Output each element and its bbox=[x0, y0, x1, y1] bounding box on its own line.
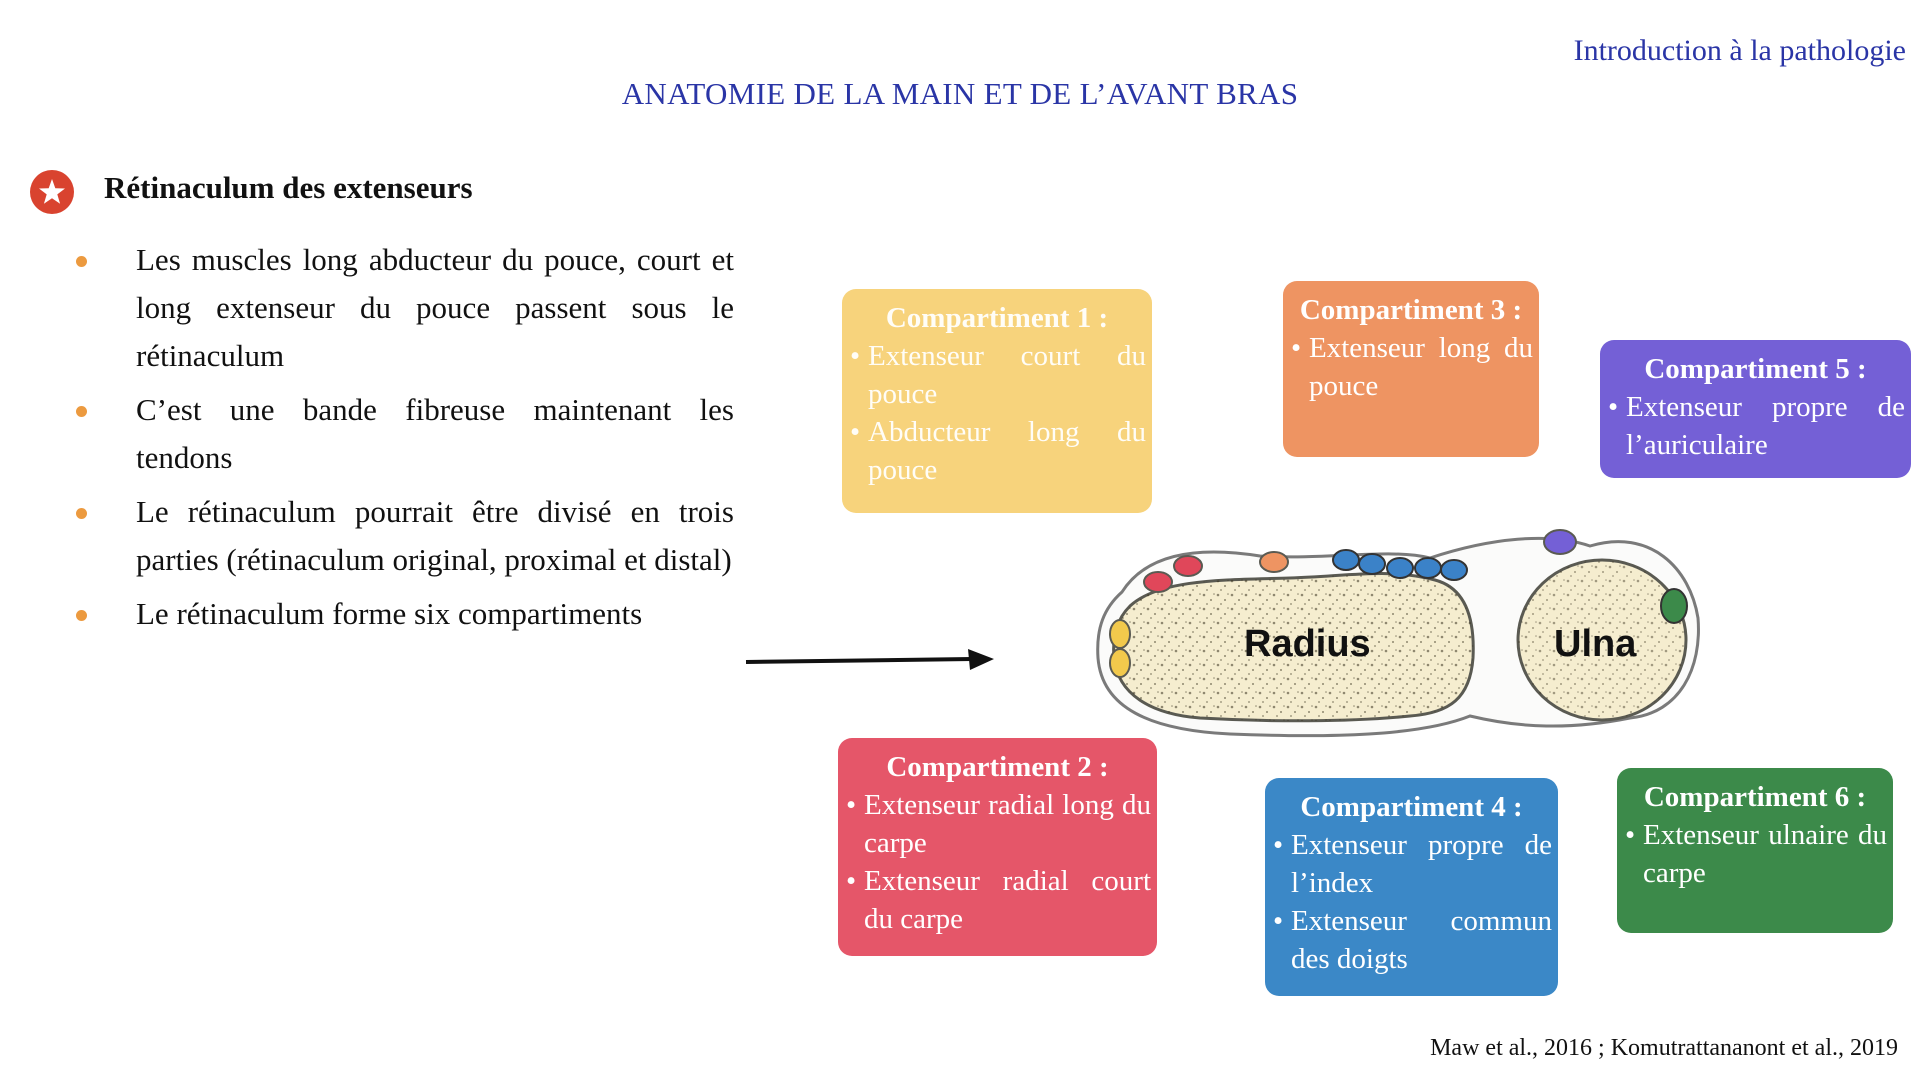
bullet-item: Les muscles long abducteur du pouce, cou… bbox=[72, 236, 734, 380]
compartment-title: Compartiment 6 : bbox=[1643, 781, 1867, 813]
compartment-3-box: Compartiment 3 : Extenseur long du pouce bbox=[1283, 281, 1539, 457]
bullet-dot bbox=[76, 406, 87, 417]
tendon-compartment-4 bbox=[1358, 553, 1386, 575]
bullet-text: Les muscles long abducteur du pouce, cou… bbox=[136, 242, 734, 373]
tendon-compartment-4 bbox=[1414, 557, 1442, 579]
tendon-compartment-3 bbox=[1259, 551, 1289, 573]
radius-label: Radius bbox=[1244, 623, 1371, 665]
compartment-5-box: Compartiment 5 : Extenseur propre de l’a… bbox=[1600, 340, 1911, 478]
bone-cross-section-diagram: Radius Ulna bbox=[1096, 529, 1700, 738]
bullet-item: Le rétinaculum pourrait être divisé en t… bbox=[72, 488, 734, 584]
compartment-item: Extenseur court du pouce bbox=[848, 337, 1146, 413]
compartment-title: Compartiment 4 : bbox=[1300, 791, 1523, 823]
tendon-compartment-5 bbox=[1543, 529, 1577, 555]
star-icon bbox=[30, 170, 74, 214]
ulna-label: Ulna bbox=[1554, 623, 1637, 665]
tendon-compartment-2 bbox=[1173, 555, 1203, 577]
tendon-compartment-4 bbox=[1440, 559, 1468, 581]
compartment-4-box: Compartiment 4 : Extenseur propre de l’i… bbox=[1265, 778, 1558, 996]
tendon-compartment-1 bbox=[1109, 648, 1131, 678]
compartment-item: Extenseur ulnaire du carpe bbox=[1623, 816, 1887, 892]
compartment-item: Extenseur radial court du carpe bbox=[844, 862, 1151, 938]
compartment-item: Extenseur propre de l’auriculaire bbox=[1606, 388, 1905, 464]
tendon-compartment-2 bbox=[1143, 571, 1173, 593]
bullet-dot bbox=[76, 256, 87, 267]
section-heading: Rétinaculum des extenseurs bbox=[104, 170, 473, 205]
tendon-compartment-4 bbox=[1332, 549, 1360, 571]
tendon-compartment-6 bbox=[1660, 588, 1688, 624]
tendon-compartment-1 bbox=[1109, 619, 1131, 649]
arrow-right-icon bbox=[745, 649, 994, 670]
bullet-text: Le rétinaculum forme six compartiments bbox=[136, 596, 643, 631]
compartment-2-box: Compartiment 2 : Extenseur radial long d… bbox=[838, 738, 1157, 956]
bullet-text: C’est une bande fibreuse maintenant les … bbox=[136, 392, 734, 475]
compartment-6-box: Compartiment 6 : Extenseur ulnaire du ca… bbox=[1617, 768, 1893, 933]
compartment-item: Extenseur propre de l’index bbox=[1271, 826, 1552, 902]
compartment-item: Abducteur long du pouce bbox=[848, 413, 1146, 489]
compartment-item: Extenseur commun des doigts bbox=[1271, 902, 1552, 978]
compartment-item: Extenseur long du pouce bbox=[1289, 329, 1533, 405]
compartment-title: Compartiment 3 : bbox=[1299, 294, 1523, 326]
bullet-item: C’est une bande fibreuse maintenant les … bbox=[72, 386, 734, 482]
bullet-item: Le rétinaculum forme six compartiments bbox=[72, 590, 734, 638]
compartment-1-box: Compartiment 1 : Extenseur court du pouc… bbox=[842, 289, 1152, 513]
bullet-list: Les muscles long abducteur du pouce, cou… bbox=[72, 236, 734, 644]
citation: Maw et al., 2016 ; Komutrattananont et a… bbox=[1430, 1035, 1898, 1061]
compartment-title: Compartiment 5 : bbox=[1644, 353, 1867, 385]
bullet-text: Le rétinaculum pourrait être divisé en t… bbox=[136, 494, 734, 577]
bullet-dot bbox=[76, 508, 87, 519]
compartment-title: Compartiment 2 : bbox=[886, 751, 1109, 783]
slide-title: ANATOMIE DE LA MAIN ET DE L’AVANT BRAS bbox=[621, 76, 1299, 111]
compartment-item: Extenseur radial long du carpe bbox=[844, 786, 1151, 862]
tendon-compartment-4 bbox=[1386, 557, 1414, 579]
context-label: Introduction à la pathologie bbox=[1573, 34, 1906, 67]
bullet-dot bbox=[76, 610, 87, 621]
compartment-title: Compartiment 1 : bbox=[885, 302, 1109, 334]
